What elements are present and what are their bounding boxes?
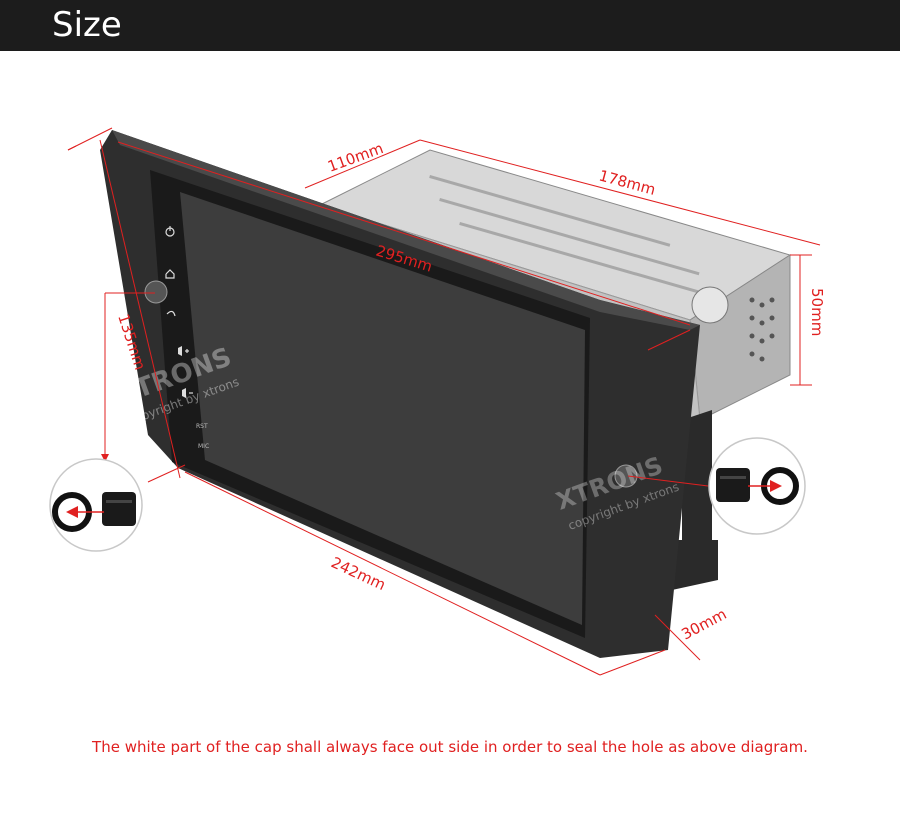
- dimension-width-bottom: 242mm: [328, 553, 388, 594]
- cap-icon: [102, 492, 136, 526]
- mic-label: MIC: [198, 443, 209, 450]
- dimension-lines: [67, 127, 821, 676]
- header-bar: Size: [0, 0, 900, 51]
- dimension-depth-side: 30mm: [678, 605, 729, 644]
- power-icon: [165, 226, 175, 237]
- installation-note: The white part of the cap shall always f…: [0, 738, 900, 756]
- cap-icon: [716, 468, 750, 502]
- dimension-height-right: 50mm: [808, 288, 826, 336]
- cap-detail-right: [627, 437, 806, 535]
- side-buttons: [165, 226, 193, 398]
- rst-label: RST: [196, 423, 208, 430]
- volume-up-icon: [178, 346, 189, 356]
- screen: [180, 192, 585, 625]
- back-icon: [166, 310, 176, 317]
- dimension-depth-top: 110mm: [325, 139, 386, 176]
- front-bezel: [100, 130, 700, 658]
- page-title: Size: [52, 5, 122, 45]
- cap-detail-left: [49, 292, 155, 552]
- home-icon: [165, 269, 175, 279]
- installation-note-text: The white part of the cap shall always f…: [92, 738, 808, 756]
- volume-down-icon: [182, 388, 193, 398]
